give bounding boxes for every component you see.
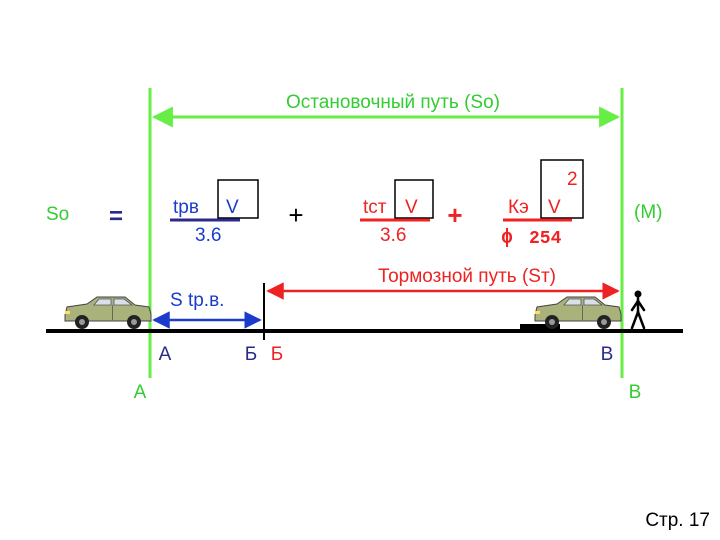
stopping-distance-title: Остановочный путь (So)	[286, 92, 500, 113]
formula-lhs: So	[46, 204, 69, 225]
formula-plus-2: +	[447, 200, 462, 230]
car-icon	[534, 296, 622, 329]
term3-exponent: 2	[567, 169, 578, 190]
pedestrian-icon	[630, 290, 646, 330]
term1-numerator-v: V	[226, 197, 239, 218]
point-a-road-label: А	[159, 344, 172, 365]
page-number: Стр. 17	[645, 510, 710, 531]
term3-numerator-k: Кэ	[508, 197, 529, 218]
formula-plus-1: +	[288, 200, 303, 230]
point-v-road-label: В	[601, 344, 614, 365]
formula-equals: =	[109, 203, 123, 230]
term1-numerator-t: tрв	[173, 197, 199, 218]
term2-numerator-v: V	[405, 197, 418, 218]
reaction-distance-label: S tр.в.	[170, 290, 224, 311]
point-b-left-label: Б	[245, 344, 257, 365]
point-v-bottom-label: В	[629, 382, 642, 403]
term3-denominator-number: 254	[529, 229, 562, 249]
term2-numerator-t: tст	[363, 197, 387, 218]
point-b-right-label: Б	[271, 344, 283, 365]
braking-distance-label: Тормозной путь (Sт)	[378, 266, 556, 287]
term1-denominator: 3.6	[195, 225, 221, 246]
point-a-bottom-label: А	[134, 382, 147, 403]
skid-mark	[520, 324, 560, 330]
car-icon	[64, 296, 152, 329]
term2-denominator: 3.6	[380, 225, 406, 246]
term1-v-box	[217, 179, 259, 219]
term2-v-box	[394, 179, 434, 219]
term3-v-box	[540, 159, 584, 219]
formula-units: (M)	[634, 202, 662, 223]
term3-numerator-v: V	[548, 197, 561, 218]
term3-denominator-phi: ϕ	[501, 227, 513, 250]
